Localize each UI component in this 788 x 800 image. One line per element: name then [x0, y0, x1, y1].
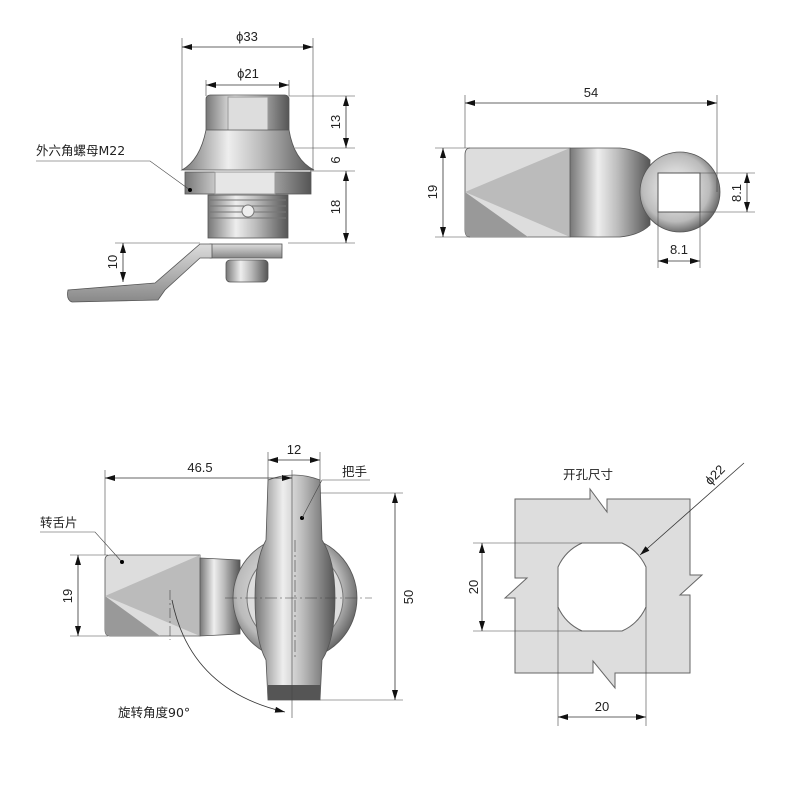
dim-13: 13 — [328, 115, 343, 129]
dim-phi22: ϕ22 — [702, 462, 728, 488]
dim-19-front: 19 — [60, 589, 75, 603]
label-handle: 把手 — [342, 464, 367, 479]
dim-phi21: ϕ21 — [237, 66, 259, 81]
dim-50: 50 — [401, 590, 416, 604]
dim-20-width: 20 — [595, 699, 609, 714]
dim-12: 12 — [287, 442, 301, 457]
cutout-view: 开孔尺寸 ϕ22 20 20 — [466, 462, 745, 726]
dim-20-height: 20 — [466, 580, 481, 594]
dim-19-top: 19 — [425, 185, 440, 199]
dim-54: 54 — [584, 85, 598, 100]
square-hole — [657, 172, 701, 213]
label-rotation: 旋转角度90° — [118, 705, 190, 720]
dim-10: 10 — [105, 255, 120, 269]
tongue-view: 54 19 8.1 8.1 — [425, 85, 755, 268]
side-view: ϕ33 ϕ21 13 6 18 10 外六角螺母M22 — [36, 29, 355, 303]
label-hex-nut: 外六角螺母M22 — [36, 143, 125, 158]
dim-phi33: ϕ33 — [236, 29, 258, 44]
lock-nut — [225, 259, 269, 283]
dim-8-1-width: 8.1 — [670, 242, 688, 257]
label-tongue: 转舌片 — [40, 515, 78, 530]
dim-8-1-height: 8.1 — [729, 184, 744, 202]
lock-body — [67, 94, 315, 303]
cutout-title: 开孔尺寸 — [563, 467, 613, 482]
cutout-hole — [557, 542, 647, 632]
side-tongue — [67, 243, 213, 303]
front-view: 46.5 12 50 19 把手 转舌片 旋转角度90° — [40, 442, 416, 720]
dim-18: 18 — [328, 200, 343, 214]
dim-46-5: 46.5 — [187, 460, 212, 475]
dim-6: 6 — [328, 156, 343, 163]
